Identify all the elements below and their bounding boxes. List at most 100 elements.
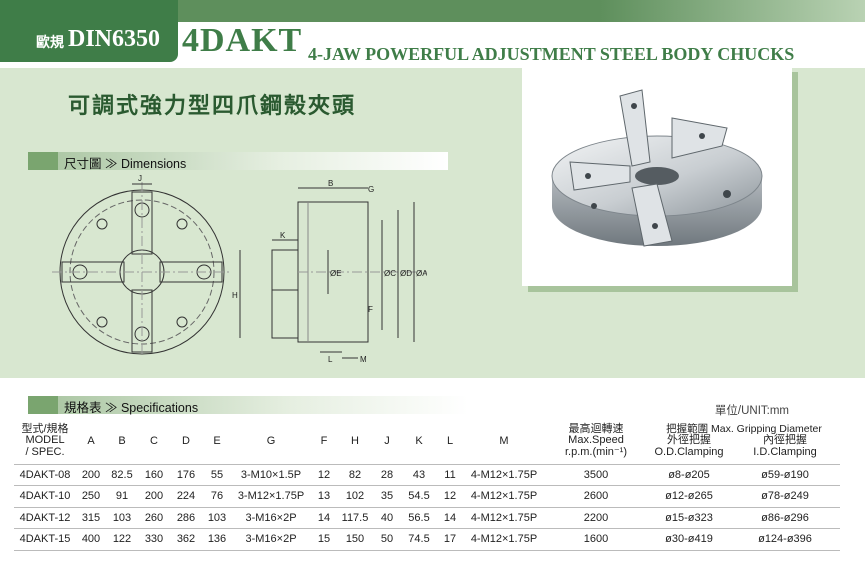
header-col: A [87, 434, 95, 447]
section-tag [28, 396, 58, 414]
cell-model: 4DAKT-08 [19, 468, 71, 481]
unit-label: 單位/UNIT:mm [714, 405, 789, 417]
gripping-title: 把握範圍 Max. Gripping Diameter [666, 423, 822, 436]
cell-value: 35 [380, 490, 394, 503]
header-col: G [266, 434, 276, 447]
cell-value: 28 [380, 468, 394, 481]
cell-value: 400 [81, 533, 101, 546]
cell-value: 362 [176, 533, 196, 546]
label-d: ØD [400, 269, 412, 278]
label-c: ØC [384, 269, 396, 278]
cell-value: 14 [443, 511, 457, 524]
header-col: C [150, 434, 158, 447]
cell-value: 200 [81, 468, 101, 481]
cell-value: 17 [443, 533, 457, 546]
cell-od: ø12-ø265 [665, 490, 713, 503]
header-speed: 最高迴轉速 Max.Speed r.p.m.(min⁻¹) [564, 422, 628, 458]
cell-model: 4DAKT-12 [19, 511, 71, 524]
header-model: 型式/規格 MODEL / SPEC. [21, 422, 69, 458]
header-col: B [118, 434, 126, 447]
cell-value: 103 [207, 511, 227, 524]
header-col: D [182, 434, 190, 447]
cell-value: 136 [207, 533, 227, 546]
cell-value: 330 [144, 533, 164, 546]
mount-hole [176, 316, 188, 328]
cell-value: 3-M16×2P [245, 511, 297, 524]
label-b: B [328, 180, 333, 188]
cell-value: 82 [348, 468, 362, 481]
mount-hole [96, 316, 108, 328]
label-j: J [138, 174, 142, 183]
label-h: H [232, 291, 238, 300]
cell-value: 150 [345, 533, 365, 546]
cell-value: 117.5 [341, 511, 369, 524]
cell-value: 122 [112, 533, 132, 546]
jaw-section [271, 249, 299, 291]
cell-value: 3-M16×2P [245, 533, 297, 546]
mount-hole [96, 218, 108, 230]
cell-value: 260 [144, 511, 164, 524]
cell-value: 14 [317, 511, 331, 524]
table-row: 4DAKT-08 200 82.5 160 176 55 3-M10×1.5P 12 82 28 4… [14, 464, 840, 486]
cell-value: 4-M12×1.75P [470, 533, 538, 546]
cell-value: 103 [112, 511, 132, 524]
chuck-image [551, 89, 763, 247]
cell-id: ø86-ø296 [761, 511, 809, 524]
cell-value: 43 [412, 468, 426, 481]
label-a: ØA [416, 269, 427, 278]
cell-value: 12 [317, 468, 331, 481]
cell-value: 12 [443, 490, 457, 503]
cell-od: ø15-ø323 [665, 511, 713, 524]
cell-value: 286 [176, 511, 196, 524]
standard-code: DIN6350 [68, 26, 161, 52]
header-strip-fade [600, 0, 865, 22]
front-view-drawing: J [52, 174, 232, 357]
cell-value: 4-M12×1.75P [470, 490, 538, 503]
dimensions-section-bar: 尺寸圖 ≫ Dimensions [28, 152, 448, 171]
cell-value: 13 [317, 490, 331, 503]
cell-value: 54.5 [408, 490, 430, 503]
standard-prefix: 歐規 [36, 34, 64, 50]
label-f: F [368, 305, 373, 314]
cell-id: ø124-ø396 [758, 533, 812, 546]
cell-value: 40 [380, 511, 394, 524]
table-row: 4DAKT-12 315 103 260 286 103 3-M16×2P 14 117.5 40… [14, 507, 840, 529]
cell-speed: 2200 [583, 511, 609, 524]
cell-value: 55 [210, 468, 224, 481]
cell-value: 250 [81, 490, 101, 503]
section-tag [28, 152, 58, 170]
mount-hole [176, 218, 188, 230]
header-col: H [351, 434, 359, 447]
dimensions-heading: 尺寸圖 ≫ Dimensions [64, 157, 187, 171]
cell-id: ø59-ø190 [761, 468, 809, 481]
cell-value: 160 [144, 468, 164, 481]
cell-value: 102 [345, 490, 365, 503]
cell-model: 4DAKT-15 [19, 533, 71, 546]
cell-value: 74.5 [408, 533, 430, 546]
cell-od: ø30-ø419 [665, 533, 713, 546]
label-m: M [360, 355, 367, 364]
cell-value: 82.5 [111, 468, 133, 481]
cell-speed: 1600 [583, 533, 609, 546]
cell-value: 15 [317, 533, 331, 546]
label-l: L [328, 355, 333, 364]
cell-value: 315 [81, 511, 101, 524]
header-col: K [415, 434, 423, 447]
cell-value: 3-M10×1.5P [240, 468, 302, 481]
chinese-title: 可調式強力型四爪鋼殼夾頭 [68, 93, 357, 118]
specifications-section-bar: 規格表 ≫ Specifications [28, 396, 468, 415]
lower-jaw-section [271, 289, 299, 339]
cell-value: 56.5 [408, 511, 430, 524]
cell-value: 224 [176, 490, 196, 503]
product-photo [522, 66, 792, 286]
cell-value: 176 [176, 468, 196, 481]
model-title: 4DAKT [182, 22, 303, 59]
label-g: G [368, 185, 374, 194]
header-col: F [320, 434, 328, 447]
cell-id: ø78-ø249 [761, 490, 809, 503]
